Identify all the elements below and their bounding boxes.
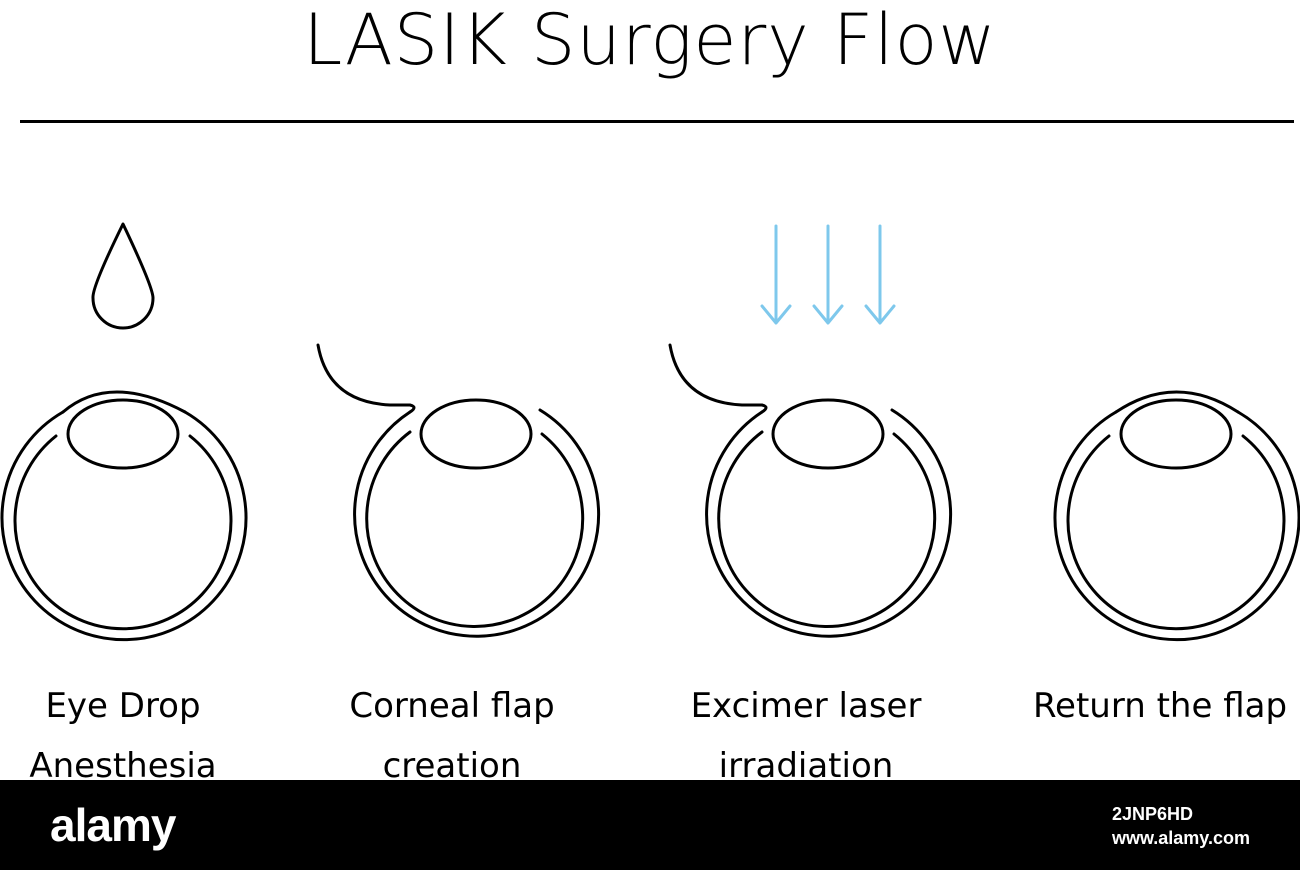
title-divider: [20, 120, 1294, 123]
page-title: LASIK Surgery Flow: [303, 0, 997, 81]
eye-flap-open-icon-step3: [668, 343, 953, 638]
step-label-excimer-laser: Excimer laser irradiation: [656, 676, 956, 796]
watermark-image-id: 2JNP6HD www.alamy.com: [1112, 802, 1250, 850]
image-id-text: 2JNP6HD: [1111, 804, 1193, 824]
step-1-line-1: Eye Drop: [45, 686, 201, 726]
step-4-line-1: Return the flap: [1032, 686, 1288, 726]
step-2-line-2: creation: [382, 746, 522, 786]
step-3-line-2: irradiation: [718, 746, 894, 786]
watermark-brand-logo: alamy: [50, 799, 176, 851]
step-label-eye-drop: Eye Drop Anesthesia: [0, 676, 273, 796]
site-url-text: www.alamy.com: [1111, 828, 1250, 848]
eye-icon-step1: [0, 390, 248, 642]
laser-arrows-icon: [760, 224, 896, 325]
eye-flap-closed-icon: [1053, 390, 1300, 642]
laser-arrow-3: [864, 224, 896, 325]
eye-flap-open-icon: [316, 343, 601, 638]
watermark-footer: alamy 2JNP6HD www.alamy.com: [0, 780, 1300, 870]
laser-arrow-1: [760, 224, 792, 325]
step-label-corneal-flap: Corneal flap creation: [302, 676, 602, 796]
lasik-diagram: [0, 222, 1300, 642]
laser-arrow-2: [812, 224, 844, 325]
step-label-return-flap: Return the flap: [1020, 676, 1300, 736]
step-2-line-1: Corneal flap: [349, 686, 555, 726]
step-3-line-1: Excimer laser: [690, 686, 922, 726]
step-1-line-2: Anesthesia: [29, 746, 217, 786]
droplet-icon: [91, 222, 155, 330]
